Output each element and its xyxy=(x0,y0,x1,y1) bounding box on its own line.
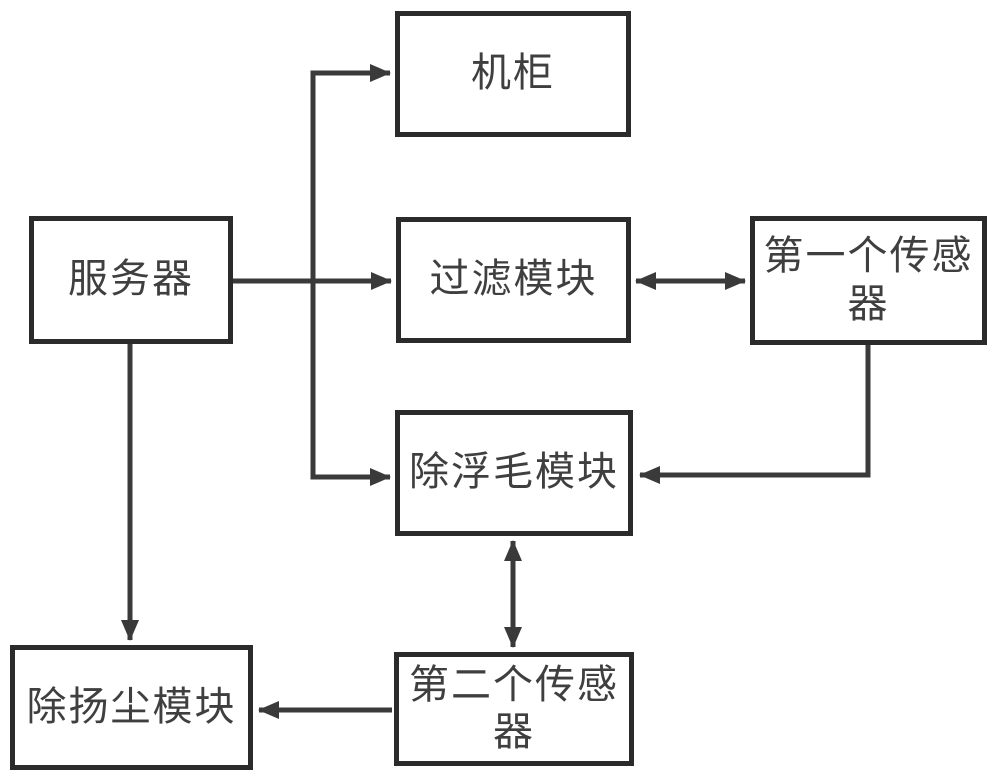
node-dedust-module-label: 除扬尘模块 xyxy=(26,684,237,729)
node-server-label: 服务器 xyxy=(68,257,194,302)
node-first-sensor-label: 第一个传感器 xyxy=(763,234,974,326)
node-first-sensor: 第一个传感器 xyxy=(750,216,987,345)
node-defluff-module-label: 除浮毛模块 xyxy=(409,450,619,495)
node-second-sensor-label: 第二个传感器 xyxy=(409,662,619,754)
edge-first-sensor-to-defluff-module xyxy=(639,345,871,484)
node-cabinet-label: 机柜 xyxy=(471,51,555,96)
node-defluff-module: 除浮毛模块 xyxy=(395,410,633,536)
edge-server-to-defluff-module xyxy=(310,281,391,486)
node-filter-module-label: 过滤模块 xyxy=(429,257,598,302)
node-filter-module: 过滤模块 xyxy=(396,217,631,343)
node-cabinet: 机柜 xyxy=(395,11,631,137)
node-server: 服务器 xyxy=(29,216,233,344)
node-second-sensor: 第二个传感器 xyxy=(394,652,634,766)
node-dedust-module: 除扬尘模块 xyxy=(10,645,253,770)
edge-server-to-cabinet xyxy=(310,64,391,281)
